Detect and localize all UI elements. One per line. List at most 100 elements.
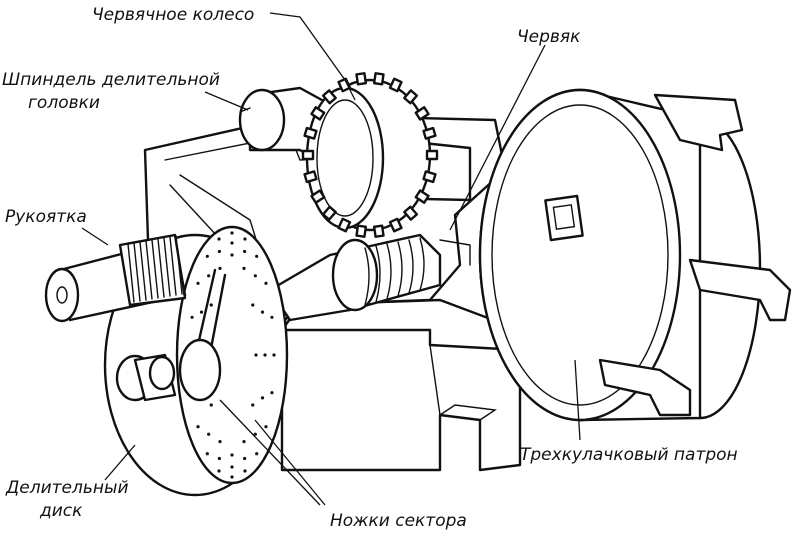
gear-tooth [372,72,385,86]
plate-hole [199,310,204,314]
plate-hole [218,266,222,270]
worm-thread [364,247,370,306]
leader-worm-wheel [269,12,356,101]
gear-tooth [321,89,337,105]
plate-hole [270,391,274,395]
plate-hole [205,254,209,258]
label-chuck: Трехкулачковый патрон [520,445,738,465]
plate-hole [217,249,221,254]
knurl-line [151,239,159,299]
worm-wheel [301,72,439,238]
plate-hole [251,303,255,307]
label-worm-wheel: Червячное колесо [92,5,254,25]
plate-hole [207,432,211,436]
worm-thread [397,241,403,297]
worm-thread [386,243,392,300]
plate-hole [254,353,258,357]
leader-chuck [574,359,581,441]
plate-hole [217,237,221,241]
plate-hole [207,274,211,278]
plate-hole [230,475,234,479]
gear-tooth [388,217,403,233]
leader-spindle [204,91,249,111]
gear-tooth [337,77,352,93]
plate-hole [272,353,276,357]
gear-tooth [310,189,326,204]
label-worm: Червяк [517,27,581,47]
plate-hole [263,353,267,357]
plate-hole [243,249,247,254]
label-handle: Рукоятка [5,207,87,227]
label-index-plate-line2: диск [39,501,83,521]
gear-tooth [355,72,368,86]
plate-hole [209,403,213,407]
plate-hole [242,266,246,270]
plate-hole [230,465,234,469]
leader-index-plate [104,444,136,481]
worm-thread [408,239,414,294]
gear-tooth [310,106,326,121]
gear-tooth [425,149,439,161]
plate-hole [230,453,234,457]
labels: Червячное колесо Червяк Шпиндель делител… [2,5,738,531]
plate-hole [264,425,268,429]
plate-hole [243,456,247,461]
knurl-line [139,241,147,301]
worm-thread [375,245,381,303]
gear-tooth [337,217,352,233]
gear-tooth [414,106,430,121]
plate-hole [260,310,265,314]
handle [44,233,187,402]
plate-hole [217,469,221,473]
plate-hole [218,440,222,444]
plate-hole [217,456,221,461]
three-jaw-chuck [478,88,792,422]
gear-tooth [388,77,403,93]
gear-tooth [422,170,437,184]
label-sector-legs: Ножки сектора [330,511,467,531]
label-spindle-line1: Шпиндель делительной [2,70,220,90]
leader-sector-leg-2 [254,419,326,506]
knurl-line [127,243,135,303]
knurl-line [157,238,165,298]
gear-tooth [303,126,318,140]
leader-sector-leg-1 [219,399,321,506]
plate-hole [253,432,257,436]
knurl-line [163,237,171,297]
gear-tooth [301,149,315,161]
knurl-line [169,236,177,296]
gear-tooth [403,205,419,221]
knurl-line [133,242,141,302]
gear-tooth [403,89,419,105]
plate-hole [260,396,265,400]
plate-hole [230,241,234,245]
worm-thread [419,237,425,291]
plate-hole [190,315,194,319]
knurl-line [175,235,183,295]
gear-tooth [355,224,368,238]
plate-hole [251,403,255,407]
gear-tooth [414,189,430,204]
worm-shaft [268,233,442,322]
label-spindle-line2: головки [28,93,100,113]
label-index-plate-line1: Делительный [5,478,129,498]
plate-hole [270,315,274,319]
plate-hole [230,253,234,257]
plate-hole [242,440,246,444]
plate-hole [209,303,213,307]
leader-worm [449,44,546,231]
plate-hole [243,469,247,473]
housing-base [280,298,522,472]
gear-tooth [303,170,318,184]
plate-hole [255,254,259,258]
plate-hole [196,425,200,429]
gear-tooth [422,126,437,140]
plate-hole [243,237,247,241]
plate-hole [253,274,257,278]
plate-hole [230,231,234,235]
plate-hole [196,281,200,285]
plate-hole [205,452,209,456]
plate-hole [255,452,259,456]
